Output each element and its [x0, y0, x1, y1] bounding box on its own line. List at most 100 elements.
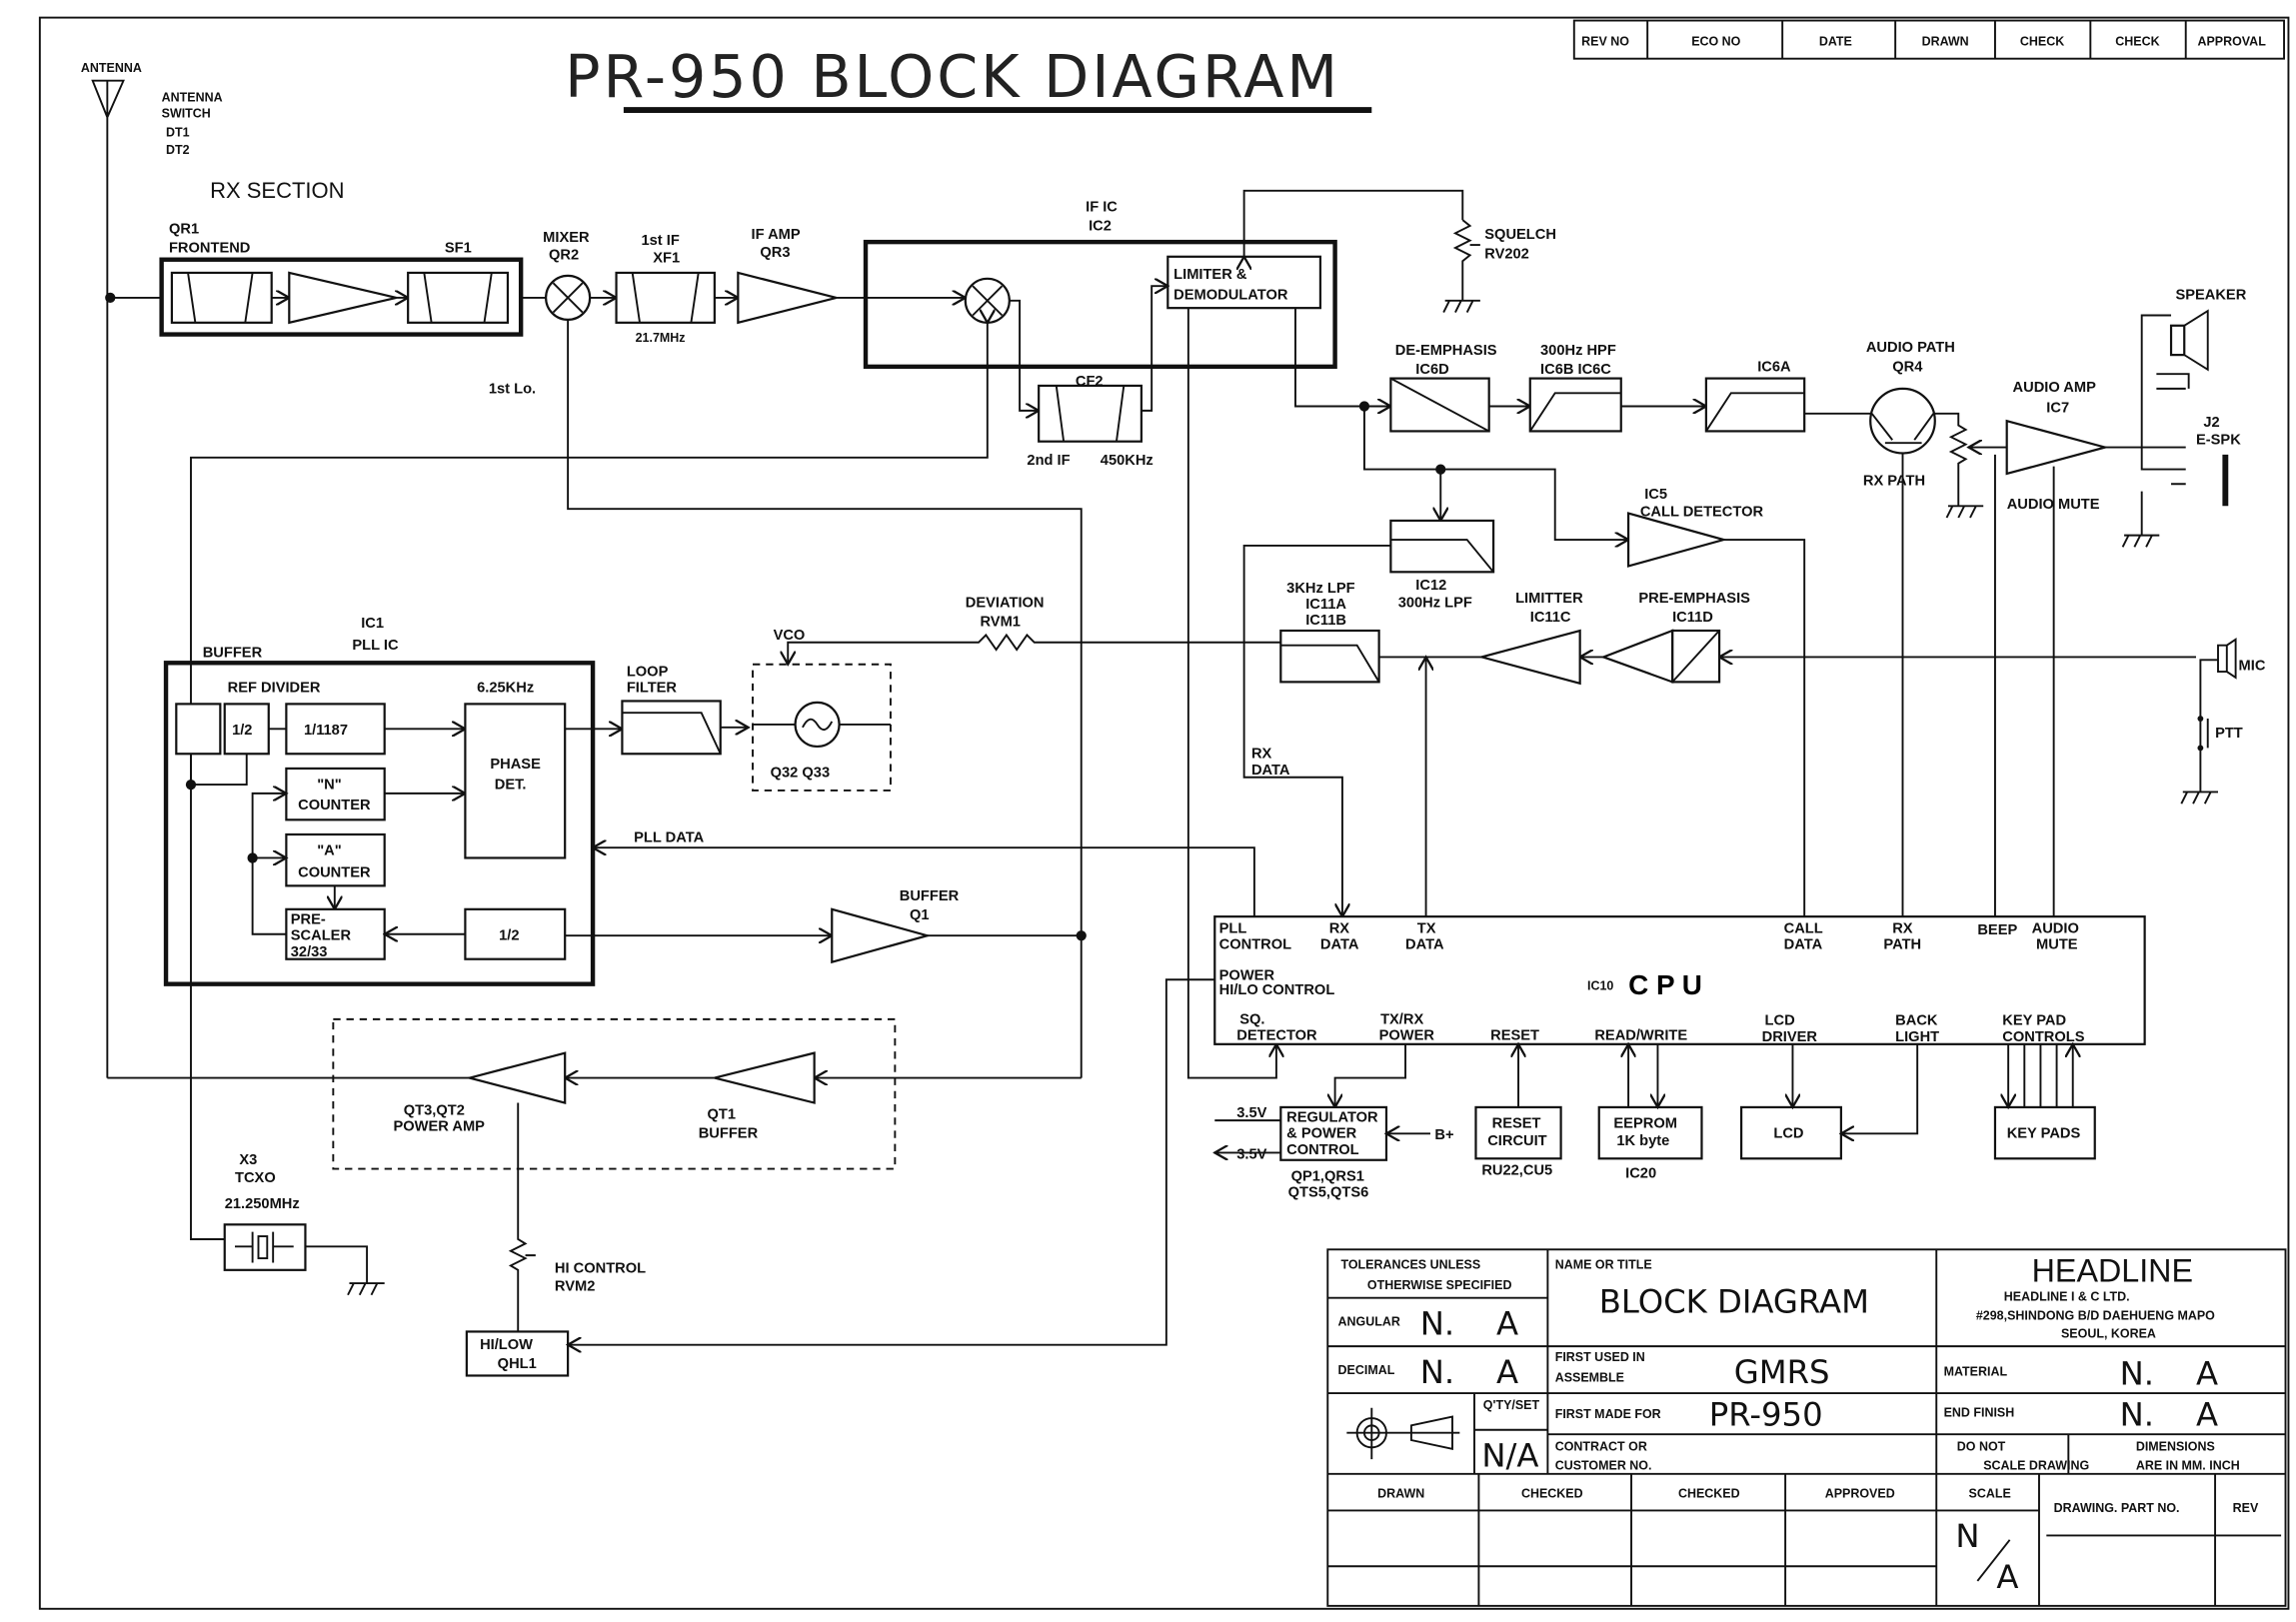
regulator-parts: QTS5,QTS6	[1288, 1184, 1369, 1200]
first-made-value: PR-950	[1709, 1395, 1823, 1433]
company-address: SEOUL, KOREA	[2061, 1326, 2156, 1340]
a-counter-label: "A"	[317, 843, 341, 859]
material-value: N.	[2120, 1354, 2154, 1392]
squelch-label: SQUELCH	[1484, 227, 1556, 243]
half-divider-2-label: 1/2	[499, 928, 519, 944]
phase-detector-block	[464, 703, 567, 859]
tolerances-label: OTHERWISE SPECIFIED	[1367, 1278, 1512, 1292]
tx-lpf-label: 3KHz LPF	[1286, 581, 1354, 597]
cpu-pin-reset: RESET	[1490, 1027, 1539, 1043]
tx-lpf-label: IC11A	[1305, 597, 1346, 613]
a-counter-label: COUNTER	[298, 865, 371, 881]
approval-header: APPROVAL	[2197, 34, 2266, 48]
hi-control-label: HI CONTROL	[555, 1261, 646, 1277]
audio-amp-label: IC7	[2046, 400, 2069, 416]
qt1-label: QT1	[708, 1107, 737, 1123]
ic12-lpf-block	[1389, 519, 1495, 574]
mic-icon	[2199, 638, 2237, 720]
rx-section-label: RX SECTION	[210, 178, 344, 203]
loop-filter-block	[621, 700, 722, 756]
power-amp-block	[332, 1017, 897, 1170]
drawing-name: BLOCK DIAGRAM	[1599, 1282, 1869, 1320]
cpu-pin-txrx-power: POWER	[1379, 1027, 1435, 1043]
cpu-pin-power: HI/LO CONTROL	[1219, 982, 1335, 998]
end-finish-label: END FINISH	[1944, 1406, 2015, 1420]
first-made-label: FIRST MADE FOR	[1555, 1407, 1661, 1421]
prescaler-block	[285, 907, 386, 960]
cpu-pin-tx-data: TX	[1417, 920, 1436, 936]
title-block	[1326, 1248, 2287, 1607]
filter-icon	[615, 271, 716, 324]
vco-label: VCO	[774, 628, 806, 644]
ref-divider-value: 1/1187	[304, 723, 348, 739]
vco-parts-label: Q32 Q33	[771, 766, 830, 782]
n-counter-label: COUNTER	[298, 798, 371, 813]
cpu-pin-audio-mute: MUTE	[2036, 936, 2078, 952]
end-finish-value: N.	[2120, 1395, 2154, 1433]
second-if-label: 2nd IF	[1027, 453, 1070, 469]
drawing-border	[38, 16, 2290, 1610]
if-amp-label: QR3	[760, 245, 790, 261]
cpu-pin-sq-detector: SQ.	[1239, 1011, 1264, 1027]
cpu-pin-audio-mute: AUDIO	[2032, 920, 2079, 936]
cpu-pin-rx-path: PATH	[1883, 936, 1921, 952]
mic-label: MIC	[2239, 659, 2266, 675]
transistor-icon	[1869, 387, 1936, 455]
jack-label: J2	[2203, 415, 2219, 431]
ic6a-label: IC6A	[1757, 359, 1791, 375]
do-not-scale-label: DO NOT	[1957, 1439, 2006, 1453]
limiter-label: DEMODULATOR	[1173, 287, 1288, 303]
speaker-label: SPEAKER	[2175, 287, 2246, 303]
reset-circuit-label: CIRCUIT	[1487, 1133, 1546, 1149]
lcd-label: LCD	[1773, 1126, 1803, 1142]
keypads-label: KEY PADS	[2007, 1126, 2081, 1142]
hi-control-label: RVM2	[555, 1278, 595, 1294]
checked-label: CHECKED	[1521, 1486, 1583, 1500]
amplifier-icon	[288, 271, 397, 325]
pll-ic-block	[163, 661, 596, 986]
cpu-pin-rx-data: DATA	[1320, 936, 1359, 952]
bplus-label: B+	[1434, 1127, 1453, 1143]
cpu-pin-keypad: KEY PAD	[2002, 1013, 2066, 1029]
filter-icon	[170, 271, 273, 324]
cpu-pin-read-write: READ/WRITE	[1594, 1027, 1687, 1043]
angular-value: A	[1496, 1304, 1518, 1342]
drawn-label: DRAWN	[1377, 1486, 1424, 1500]
regulator-block	[1279, 1105, 1388, 1161]
part-no-label: DRAWING. PART NO.	[2054, 1501, 2180, 1515]
cpu-pin-call-data: DATA	[1784, 936, 1823, 952]
mixer-label: QR2	[549, 248, 579, 264]
cpu-pin-txrx-power: TX/RX	[1380, 1011, 1423, 1027]
cpu-pin-back-light: LIGHT	[1895, 1029, 1939, 1045]
approved-label: APPROVED	[1825, 1486, 1895, 1500]
mixer-icon	[964, 277, 1011, 324]
pre-emphasis-label: PRE-EMPHASIS	[1638, 591, 1750, 607]
deviation-label: RVM1	[980, 615, 1020, 631]
tcxo-label: X3	[239, 1152, 257, 1168]
angular-value: N.	[1420, 1304, 1454, 1342]
limiter-demodulator-block	[1166, 255, 1322, 310]
tx-limiter-label: IC11C	[1530, 610, 1571, 626]
pre-emphasis-amp-icon	[1599, 629, 1674, 684]
end-finish-value: A	[2196, 1395, 2218, 1433]
second-if-freq: 450KHz	[1101, 453, 1153, 469]
half-divider-2-block	[464, 907, 567, 960]
prescaler-label: 32/33	[291, 944, 328, 960]
filter-icon	[1038, 384, 1143, 443]
eco-no-header: ECO NO	[1691, 34, 1740, 48]
prescaler-label: PRE-	[291, 911, 326, 927]
squelch-potentiometer-icon	[1442, 219, 1480, 313]
sf1-label: SF1	[445, 240, 472, 256]
power-amp-label: POWER AMP	[393, 1118, 485, 1134]
buffer-block	[175, 703, 222, 756]
cpu-pin-call-data: CALL	[1784, 920, 1823, 936]
cpu-pin-beep: BEEP	[1977, 922, 2017, 938]
voltage-out-1: 3.5V	[1236, 1105, 1266, 1121]
deviation-label: DEVIATION	[966, 596, 1045, 612]
cpu-pin-keypad: CONTROLS	[2002, 1029, 2084, 1045]
check-header-2: CHECK	[2115, 34, 2159, 48]
filter-icon	[407, 271, 510, 324]
phase-det-label: DET.	[495, 777, 527, 793]
cpu-pin-pll-control: CONTROL	[1219, 936, 1292, 952]
